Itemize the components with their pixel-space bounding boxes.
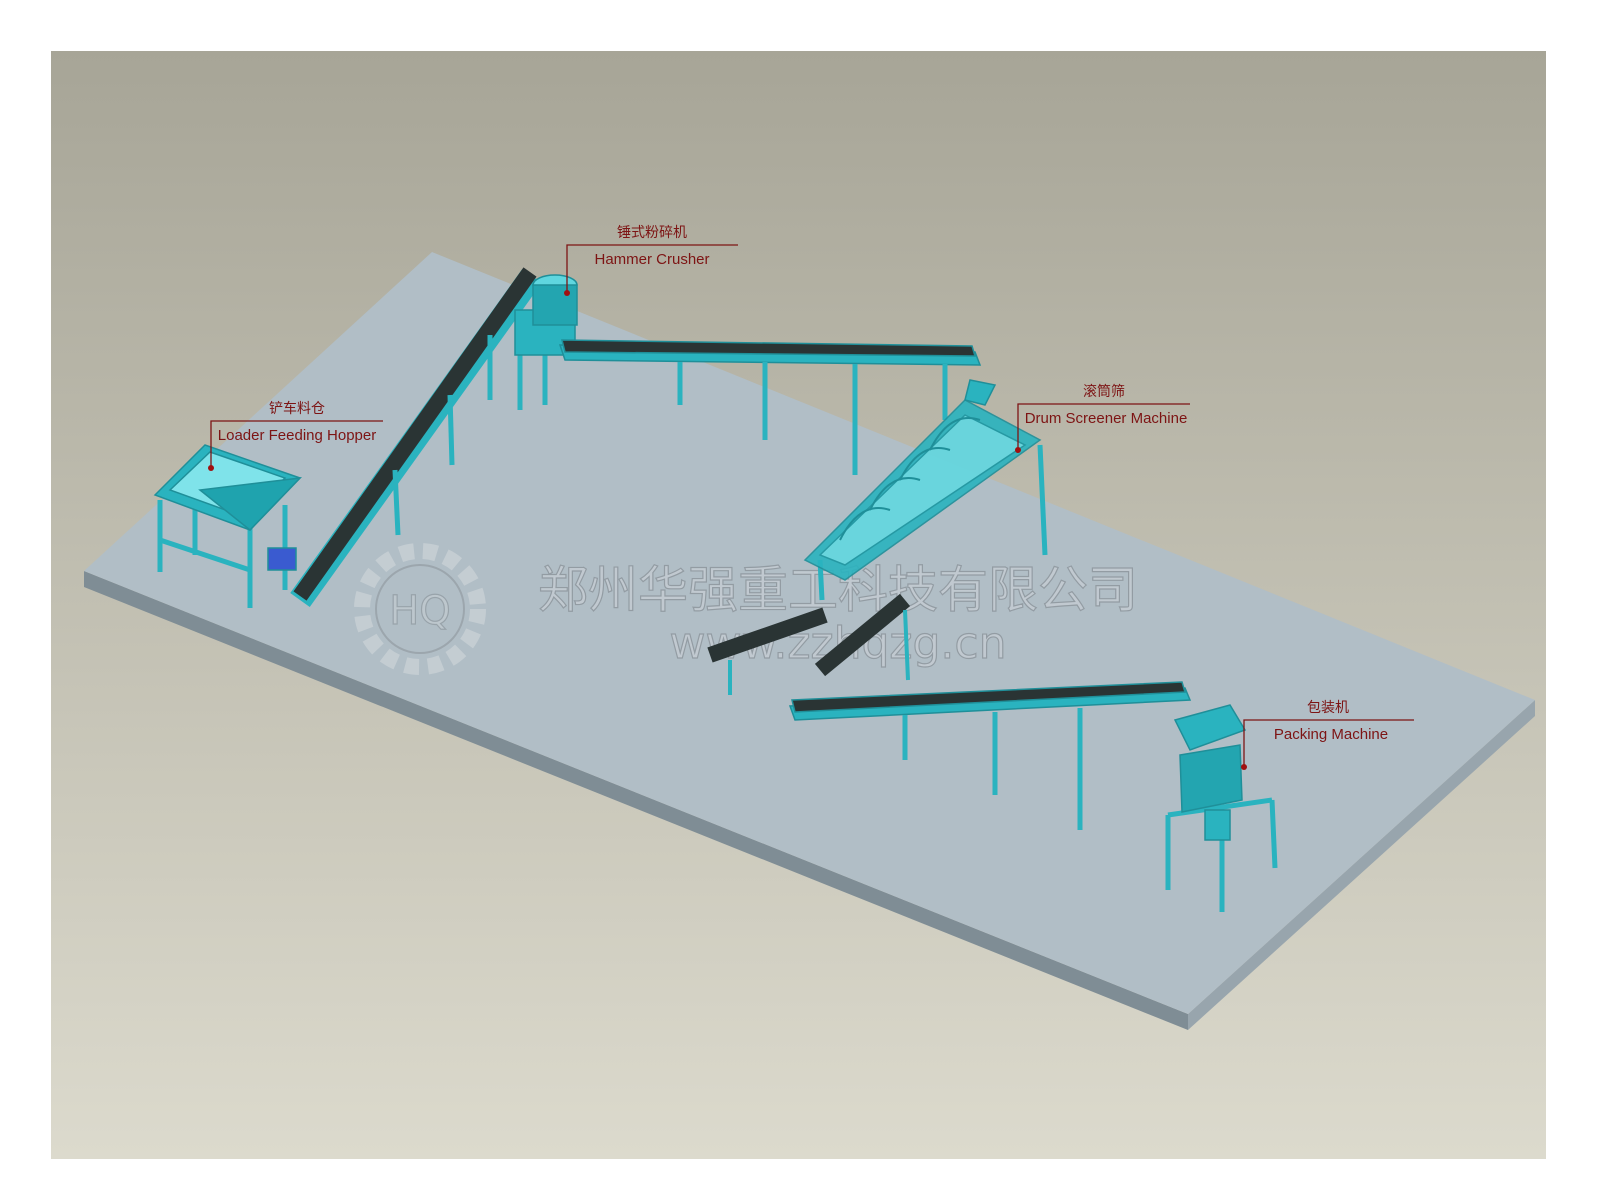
callout-loader-feeding-hopper: 铲车料仓 Loader Feeding Hopper: [208, 400, 383, 471]
label-en: Hammer Crusher: [594, 251, 709, 268]
label-zh: 包装机: [1307, 700, 1349, 716]
incline-belt-conveyor: [290, 267, 542, 607]
label-zh: 铲车料仓: [269, 400, 325, 417]
label-en: Drum Screener Machine: [1025, 410, 1188, 427]
label-zh: 锤式粉碎机: [617, 225, 687, 241]
crusher-output-conveyor: [558, 339, 982, 475]
drum-screener-machine: [803, 379, 1048, 601]
logo-gear-icon: HQ: [354, 543, 486, 675]
floor-slab: [84, 252, 1535, 1030]
label-en: Packing Machine: [1274, 726, 1388, 743]
loader-feeding-hopper: [153, 444, 302, 608]
screener-discharge-conveyors: [707, 593, 911, 695]
label-en: Loader Feeding Hopper: [218, 427, 376, 444]
hammer-crusher: [514, 274, 578, 410]
callout-packing-machine: 包装机 Packing Machine: [1241, 700, 1414, 770]
packing-machine: [1165, 704, 1278, 912]
callout-hammer-crusher: 锤式粉碎机 Hammer Crusher: [564, 225, 738, 296]
equipment: [153, 267, 1278, 912]
logo-text: HQ: [389, 588, 451, 634]
label-zh: 滚筒筛: [1083, 383, 1125, 400]
finished-product-conveyor: [788, 681, 1192, 830]
callout-drum-screener: 滚筒筛 Drum Screener Machine: [1015, 383, 1190, 453]
